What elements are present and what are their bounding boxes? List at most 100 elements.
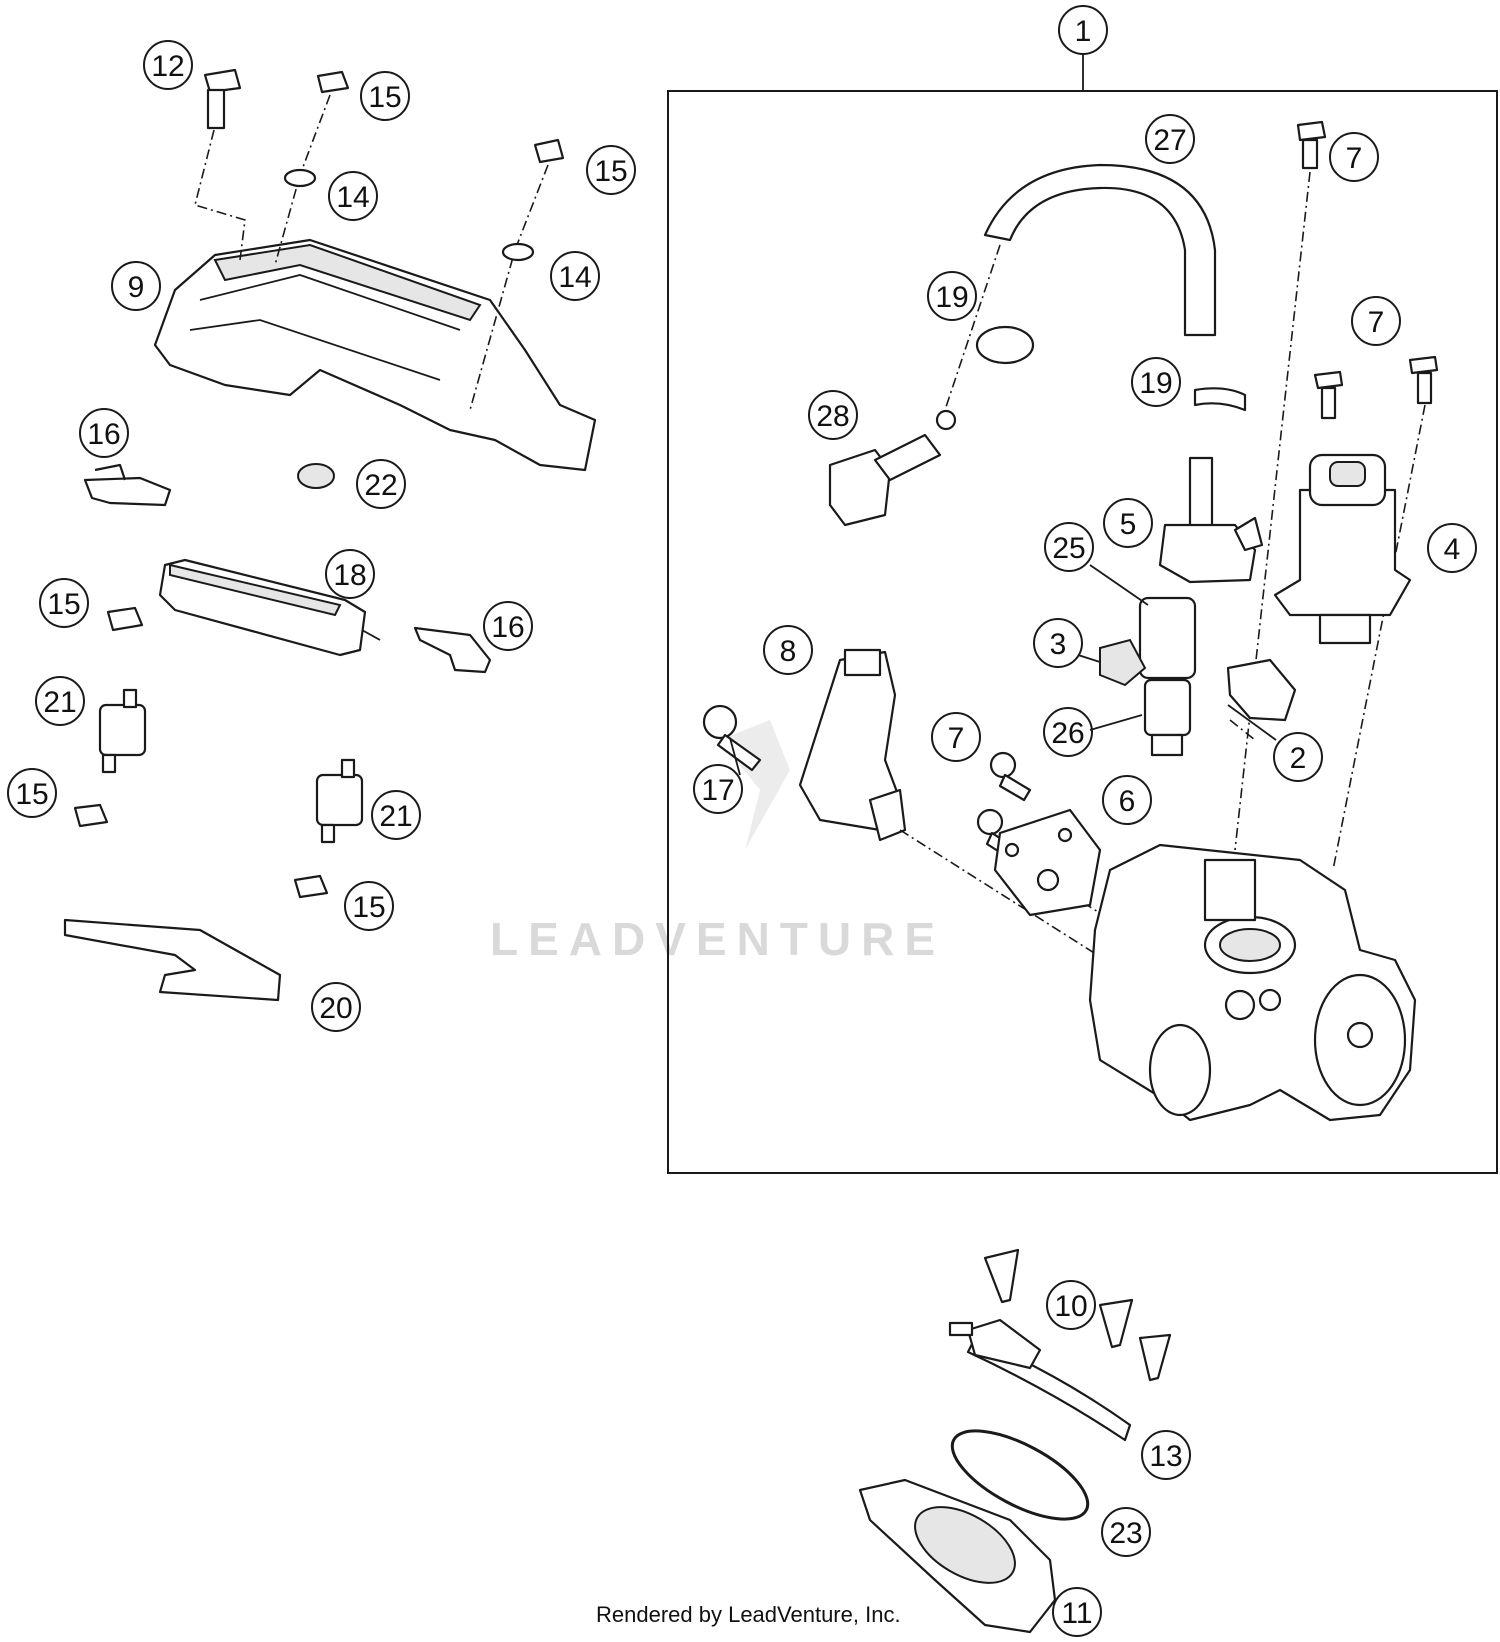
callout-23[interactable]: 23 xyxy=(1101,1507,1151,1557)
callout-1[interactable]: 1 xyxy=(1058,5,1108,55)
svg-text:21: 21 xyxy=(379,800,412,833)
callout-leaders xyxy=(729,564,1277,776)
callout-15-left-bottom[interactable]: 15 xyxy=(7,768,57,818)
callout-19-left[interactable]: 19 xyxy=(927,271,977,321)
svg-text:9: 9 xyxy=(128,271,145,304)
callout-13[interactable]: 13 xyxy=(1141,1430,1191,1480)
callout-5[interactable]: 5 xyxy=(1103,498,1153,548)
svg-text:6: 6 xyxy=(1119,785,1136,818)
part-3-connector xyxy=(1099,638,1147,687)
svg-text:17: 17 xyxy=(701,774,734,807)
part-16-clip-right xyxy=(413,626,492,674)
callout-15-left[interactable]: 15 xyxy=(39,578,89,628)
callout-12[interactable]: 12 xyxy=(143,40,193,90)
callout-14-right[interactable]: 14 xyxy=(550,251,600,301)
part-22-grommet xyxy=(297,463,335,489)
svg-text:18: 18 xyxy=(333,559,366,592)
part-6-plate xyxy=(993,808,1102,917)
part-1-throttle-body xyxy=(1088,843,1417,1122)
callout-15-top[interactable]: 15 xyxy=(360,71,410,121)
svg-text:16: 16 xyxy=(87,418,120,451)
svg-text:7: 7 xyxy=(1346,142,1363,175)
callout-22[interactable]: 22 xyxy=(356,459,406,509)
watermark-text: LEADVENTURE xyxy=(490,913,945,965)
callout-2[interactable]: 2 xyxy=(1273,732,1323,782)
svg-text:3: 3 xyxy=(1050,628,1067,661)
svg-text:13: 13 xyxy=(1149,1440,1182,1473)
part-21-damper-right xyxy=(315,758,364,844)
part-12-bolt xyxy=(194,68,246,261)
part-15-nut-right xyxy=(469,138,565,411)
callout-11[interactable]: 11 xyxy=(1052,1587,1102,1637)
callout-17[interactable]: 17 xyxy=(693,764,743,814)
callout-9[interactable]: 9 xyxy=(111,261,161,311)
part-4-idle-actuator xyxy=(1273,453,1412,645)
svg-text:15: 15 xyxy=(352,891,385,924)
part-16-clip xyxy=(83,463,172,507)
svg-text:23: 23 xyxy=(1109,1517,1142,1550)
callout-14-top[interactable]: 14 xyxy=(328,171,378,221)
callout-4[interactable]: 4 xyxy=(1427,523,1477,573)
part-10-screws xyxy=(983,1248,1172,1382)
callout-7-low[interactable]: 7 xyxy=(931,712,981,762)
svg-text:16: 16 xyxy=(491,611,524,644)
svg-text:15: 15 xyxy=(47,588,80,621)
callouts: 1 2 3 4 5 6 7 7 7 8 9 10 11 12 13 14 14 … xyxy=(7,5,1477,1637)
callout-8[interactable]: 8 xyxy=(763,625,813,675)
callout-6[interactable]: 6 xyxy=(1102,775,1152,825)
callout-15-right[interactable]: 15 xyxy=(586,145,636,195)
part-9-bracket xyxy=(153,238,597,472)
svg-text:19: 19 xyxy=(1139,367,1172,400)
svg-text:15: 15 xyxy=(368,81,401,114)
svg-text:10: 10 xyxy=(1054,1290,1087,1323)
part-21-damper-left xyxy=(98,688,147,774)
callout-7-top[interactable]: 7 xyxy=(1329,132,1379,182)
part-15-nut-left xyxy=(106,606,144,632)
svg-text:4: 4 xyxy=(1444,533,1461,566)
svg-text:8: 8 xyxy=(780,635,797,668)
part-11-flange xyxy=(858,1478,1057,1634)
svg-text:1: 1 xyxy=(1075,15,1092,48)
callout-27[interactable]: 27 xyxy=(1145,114,1195,164)
callout-20[interactable]: 20 xyxy=(311,982,361,1032)
part-28-fitting xyxy=(828,409,957,527)
part-19-clamp-left xyxy=(975,325,1035,365)
svg-text:14: 14 xyxy=(336,181,369,214)
part-17-screw xyxy=(702,704,762,772)
callout-26[interactable]: 26 xyxy=(1043,707,1093,757)
svg-text:14: 14 xyxy=(558,261,591,294)
part-20-plate xyxy=(63,918,282,1002)
part-27-hose xyxy=(983,163,1217,337)
callout-16-left[interactable]: 16 xyxy=(79,408,129,458)
part-15-nut-top xyxy=(274,70,350,266)
part-7-screw-top xyxy=(1234,120,1327,851)
callout-15-right-bottom[interactable]: 15 xyxy=(344,881,394,931)
svg-text:25: 25 xyxy=(1052,532,1085,565)
callout-21-left[interactable]: 21 xyxy=(35,676,85,726)
callout-19-right[interactable]: 19 xyxy=(1131,357,1181,407)
svg-text:20: 20 xyxy=(319,992,352,1025)
callout-7-mid[interactable]: 7 xyxy=(1351,296,1401,346)
callout-25[interactable]: 25 xyxy=(1044,522,1094,572)
svg-text:5: 5 xyxy=(1120,508,1137,541)
callout-10[interactable]: 10 xyxy=(1046,1280,1096,1330)
svg-text:7: 7 xyxy=(948,722,965,755)
svg-text:27: 27 xyxy=(1153,124,1186,157)
credit-text: Rendered by LeadVenture, Inc. xyxy=(596,1602,901,1627)
part-14-washer-right xyxy=(501,242,535,262)
part-18-control-unit xyxy=(158,558,381,657)
svg-text:11: 11 xyxy=(1061,1597,1092,1630)
part-7-screws-mid xyxy=(1313,355,1439,871)
part-14-washer xyxy=(283,168,317,188)
callout-3[interactable]: 3 xyxy=(1033,618,1083,668)
part-25-injector xyxy=(1138,596,1197,757)
callout-18[interactable]: 18 xyxy=(325,549,375,599)
callout-28[interactable]: 28 xyxy=(808,390,858,440)
part-5-regulator xyxy=(1158,456,1264,584)
callout-16-right[interactable]: 16 xyxy=(483,601,533,651)
svg-text:15: 15 xyxy=(15,778,48,811)
part-13-clamp xyxy=(948,1318,1132,1442)
callout-21-right[interactable]: 21 xyxy=(371,790,421,840)
svg-text:7: 7 xyxy=(1368,306,1385,339)
